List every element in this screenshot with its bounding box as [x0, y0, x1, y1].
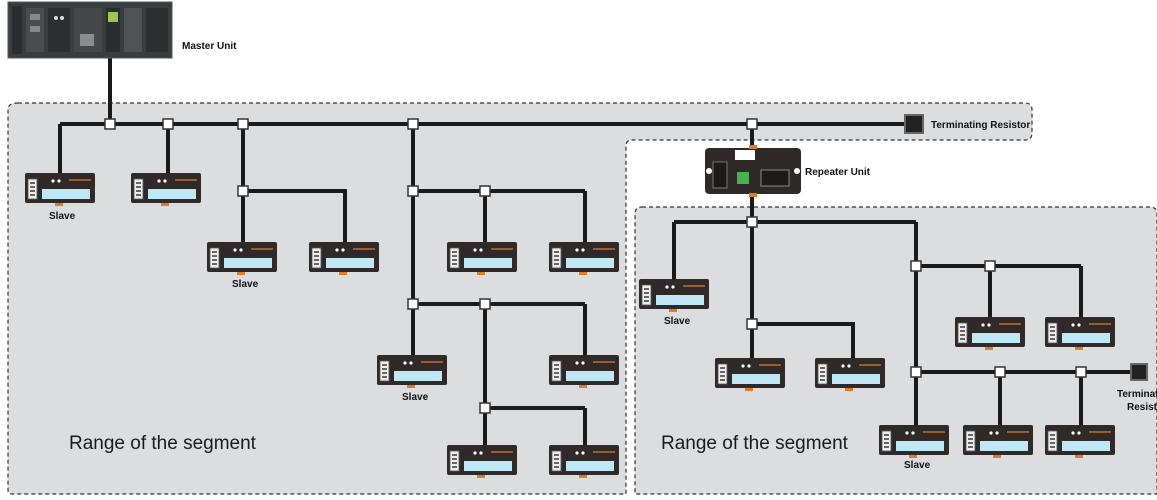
connection-node — [746, 216, 758, 228]
connection-node — [237, 185, 249, 197]
connection-node — [104, 118, 116, 130]
connection-node — [162, 118, 174, 130]
connection-node — [407, 185, 419, 197]
connection-node — [479, 298, 491, 310]
slave-device — [879, 425, 949, 458]
terminating-resistor-2 — [1130, 363, 1148, 381]
slave-device — [963, 425, 1033, 458]
connection-node — [479, 185, 491, 197]
terminating-resistor-label-2b: Resistor — [1127, 402, 1157, 413]
connection-node — [910, 366, 922, 378]
master-unit-label: Master Unit — [182, 41, 237, 52]
connection-node — [994, 366, 1006, 378]
connection-node — [479, 402, 491, 414]
slave-device — [207, 242, 277, 275]
terminating-resistor-1 — [904, 114, 924, 134]
slave-label-5: Slave — [904, 460, 931, 471]
slave-label-3: Slave — [402, 392, 429, 403]
slave-device — [549, 242, 619, 275]
slave-device — [131, 173, 201, 206]
slave-label-2: Slave — [232, 279, 259, 290]
slave-device — [447, 242, 517, 275]
connection-node — [237, 118, 249, 130]
slave-device — [309, 242, 379, 275]
slave-device — [1045, 425, 1115, 458]
slave-device — [377, 355, 447, 388]
connection-node — [746, 118, 758, 130]
connection-nodes — [104, 118, 1087, 414]
repeater-unit — [705, 145, 801, 197]
slave-device — [447, 445, 517, 478]
slave-label-1: Slave — [49, 211, 76, 222]
slave-device — [1045, 317, 1115, 350]
slave-device — [549, 355, 619, 388]
connection-node — [407, 298, 419, 310]
slave-device — [955, 317, 1025, 350]
segment-2-area — [634, 206, 1157, 495]
slave-device — [549, 445, 619, 478]
slave-device — [715, 358, 785, 391]
segment-range-label-2: Range of the segment — [661, 433, 849, 454]
connection-node — [984, 260, 996, 272]
cable-lines — [58, 58, 1135, 449]
slave-device — [815, 358, 885, 391]
terminating-resistor-label-1: Terminating Resistor — [931, 120, 1030, 131]
connection-node — [1075, 366, 1087, 378]
connection-node — [746, 318, 758, 330]
repeater-unit-label: Repeater Unit — [805, 167, 871, 178]
segment-range-label-1: Range of the segment — [69, 433, 257, 454]
master-unit — [7, 1, 173, 59]
segment-1-area — [7, 102, 1033, 495]
slave-label-4: Slave — [664, 316, 691, 327]
slave-devices — [25, 173, 1115, 478]
terminating-resistor-label-2a: Terminating — [1117, 389, 1157, 400]
slave-device — [639, 279, 709, 312]
connection-node — [910, 260, 922, 272]
slave-device — [25, 173, 95, 206]
connection-node — [407, 118, 419, 130]
